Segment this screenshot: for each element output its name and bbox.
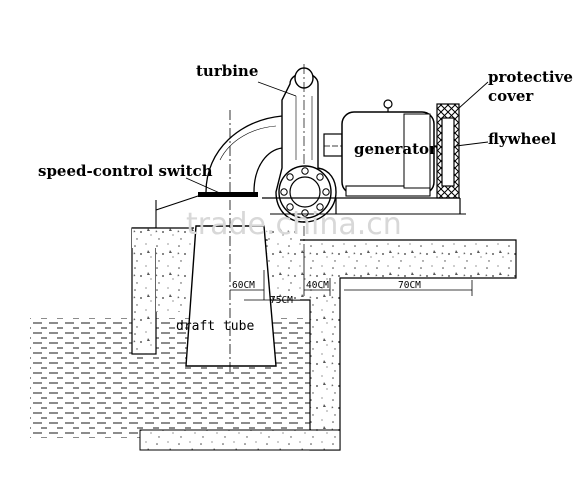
dimension-75cm: 75CM (270, 295, 293, 306)
turbine-body (275, 64, 337, 250)
concrete-foundation (131, 227, 517, 451)
tailwater (30, 318, 326, 438)
dimension-lines (230, 250, 473, 301)
dimension-40cm: 40CM (306, 280, 329, 291)
flywheel-label: flywheel (488, 130, 557, 148)
shaft-coupling (323, 133, 344, 157)
protective-cover-label-line2: cover (488, 87, 534, 105)
leader-lines (185, 81, 489, 195)
penstock-elbow (205, 115, 283, 193)
turbine-label: turbine (196, 62, 258, 80)
draft-tube (185, 110, 277, 372)
speed-control-switch (155, 192, 258, 228)
generator-label: generator (354, 140, 438, 158)
dimension-70cm: 70CM (398, 280, 421, 291)
draft-tube-label: draft tube (176, 319, 254, 334)
dimension-60cm: 60CM (232, 280, 255, 291)
watermark: trade.china.cn (186, 207, 402, 242)
speed-control-switch-label: speed-control switch (38, 162, 213, 180)
protective-cover-label-line1: protective (488, 68, 573, 86)
base-frame (262, 197, 466, 215)
generator (341, 99, 442, 197)
flywheel (441, 117, 455, 187)
